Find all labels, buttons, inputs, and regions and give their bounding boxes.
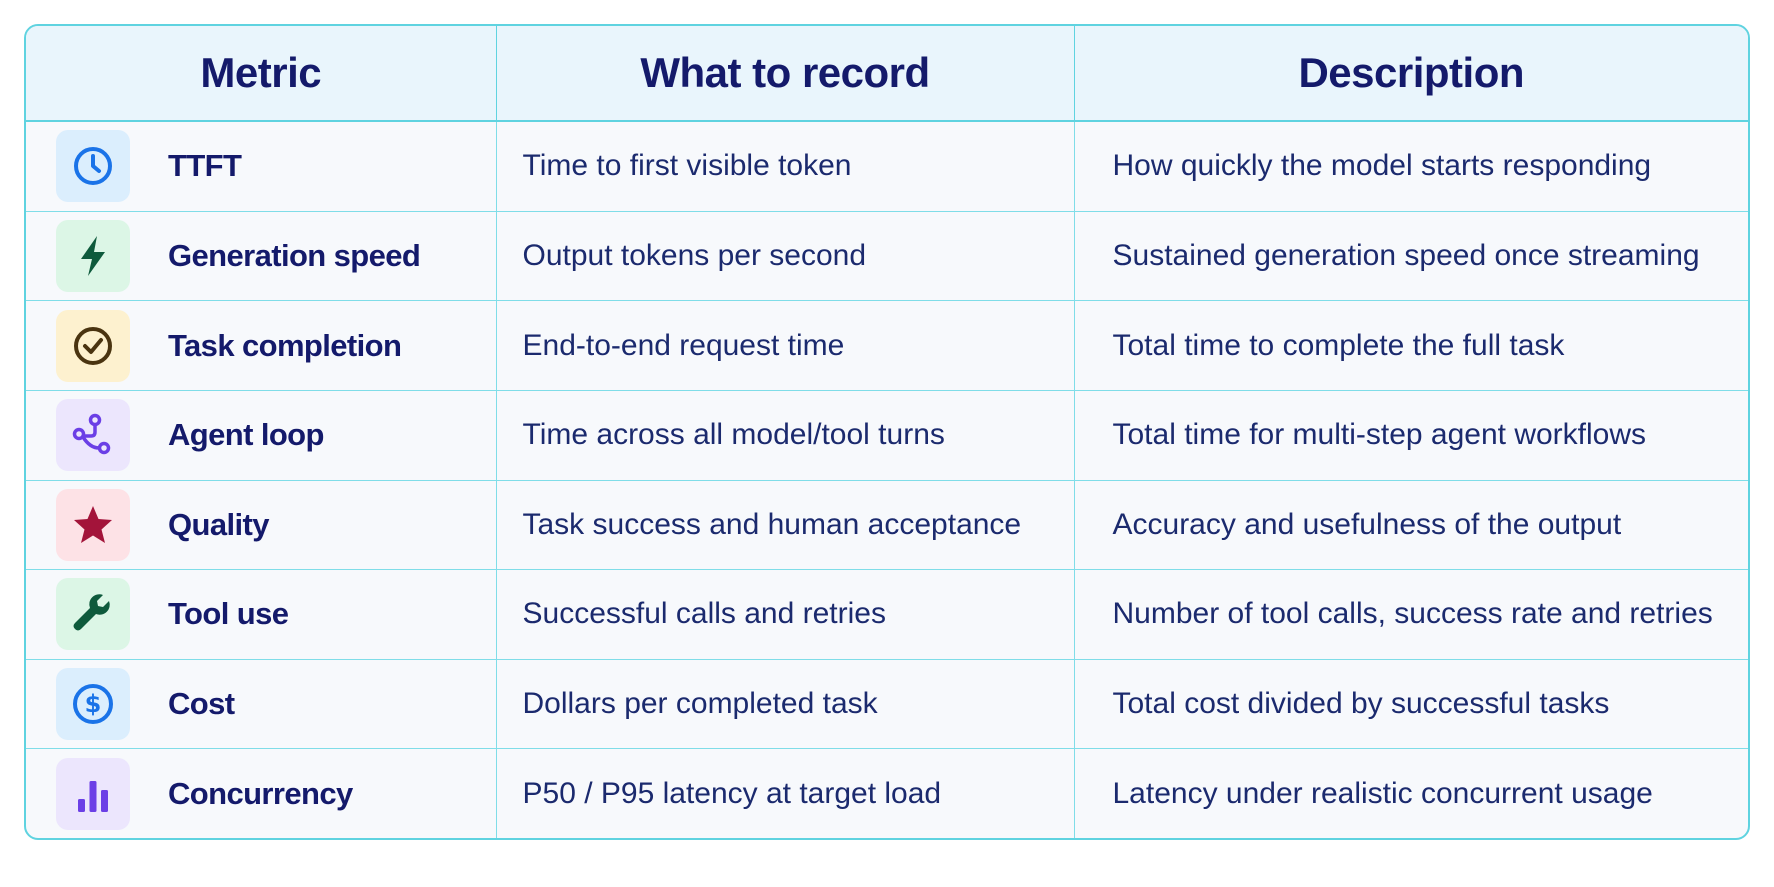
description-cell: Total cost divided by successful tasks: [1074, 659, 1748, 750]
header-metric: Metric: [26, 26, 497, 122]
bar-chart-icon: [56, 757, 130, 830]
what-to-record-cell: Output tokens per second: [496, 211, 1075, 302]
header-description: Description: [1074, 26, 1748, 122]
description-cell: How quickly the model starts responding: [1074, 121, 1748, 212]
table-row-quality: Quality Task success and human acceptance…: [26, 480, 1748, 571]
check-circle-icon: [56, 309, 130, 382]
metric-name: Tool use: [168, 596, 289, 632]
metric-cell: Tool use: [26, 569, 497, 660]
metric-cell: Generation speed: [26, 211, 497, 302]
header-row: Metric What to record Description: [26, 26, 1748, 122]
what-to-record-cell: Time across all model/tool turns: [496, 390, 1075, 481]
metric-name: Task completion: [168, 327, 402, 363]
metric-name: Generation speed: [168, 237, 421, 273]
table-row-concurrency: Concurrency P50 / P95 latency at target l…: [26, 748, 1748, 838]
description-cell: Total time to complete the full task: [1074, 300, 1748, 391]
description-cell: Sustained generation speed once streamin…: [1074, 211, 1748, 302]
table-row-generation-speed: Generation speed Output tokens per second…: [26, 211, 1748, 302]
metric-name: TTFT: [168, 148, 242, 184]
metric-cell: Concurrency: [26, 748, 497, 838]
metric-name: Quality: [168, 506, 269, 542]
what-to-record-cell: Task success and human acceptance: [496, 480, 1075, 571]
what-to-record-cell: P50 / P95 latency at target load: [496, 748, 1075, 838]
description-cell: Total time for multi-step agent workflow…: [1074, 390, 1748, 481]
metrics-table: Metric What to record Description TTFT Ti…: [26, 26, 1748, 838]
table-row-agent-loop: Agent loop Time across all model/tool tur…: [26, 390, 1748, 481]
metric-cell: $ Cost: [26, 659, 497, 750]
metric-name: Agent loop: [168, 417, 324, 453]
lightning-icon: [56, 219, 130, 292]
metric-cell: TTFT: [26, 121, 497, 212]
workflow-icon: [56, 399, 130, 472]
description-cell: Accuracy and usefulness of the output: [1074, 480, 1748, 571]
metric-name: Cost: [168, 686, 235, 722]
what-to-record-cell: Successful calls and retries: [496, 569, 1075, 660]
description-cell: Latency under realistic concurrent usage: [1112, 776, 1653, 810]
description-cell: Number of tool calls, success rate and r…: [1074, 569, 1748, 660]
metric-name: Concurrency: [168, 775, 353, 811]
star-icon: [56, 488, 130, 561]
metric-cell: Quality: [26, 480, 497, 571]
metric-cell: Agent loop: [26, 390, 497, 481]
wrench-icon: [56, 578, 130, 651]
svg-text:$: $: [85, 690, 102, 718]
metrics-table-card: Metric What to record Description TTFT Ti…: [24, 24, 1750, 840]
header-what-to-record: What to record: [496, 26, 1075, 122]
what-to-record-cell: Time to first visible token: [496, 121, 1075, 212]
what-to-record-cell: End-to-end request time: [496, 300, 1075, 391]
dollar-icon: $: [56, 668, 130, 741]
metric-cell: Task completion: [26, 300, 497, 391]
clock-icon: [56, 130, 130, 203]
what-to-record-cell: Dollars per completed task: [496, 659, 1075, 750]
